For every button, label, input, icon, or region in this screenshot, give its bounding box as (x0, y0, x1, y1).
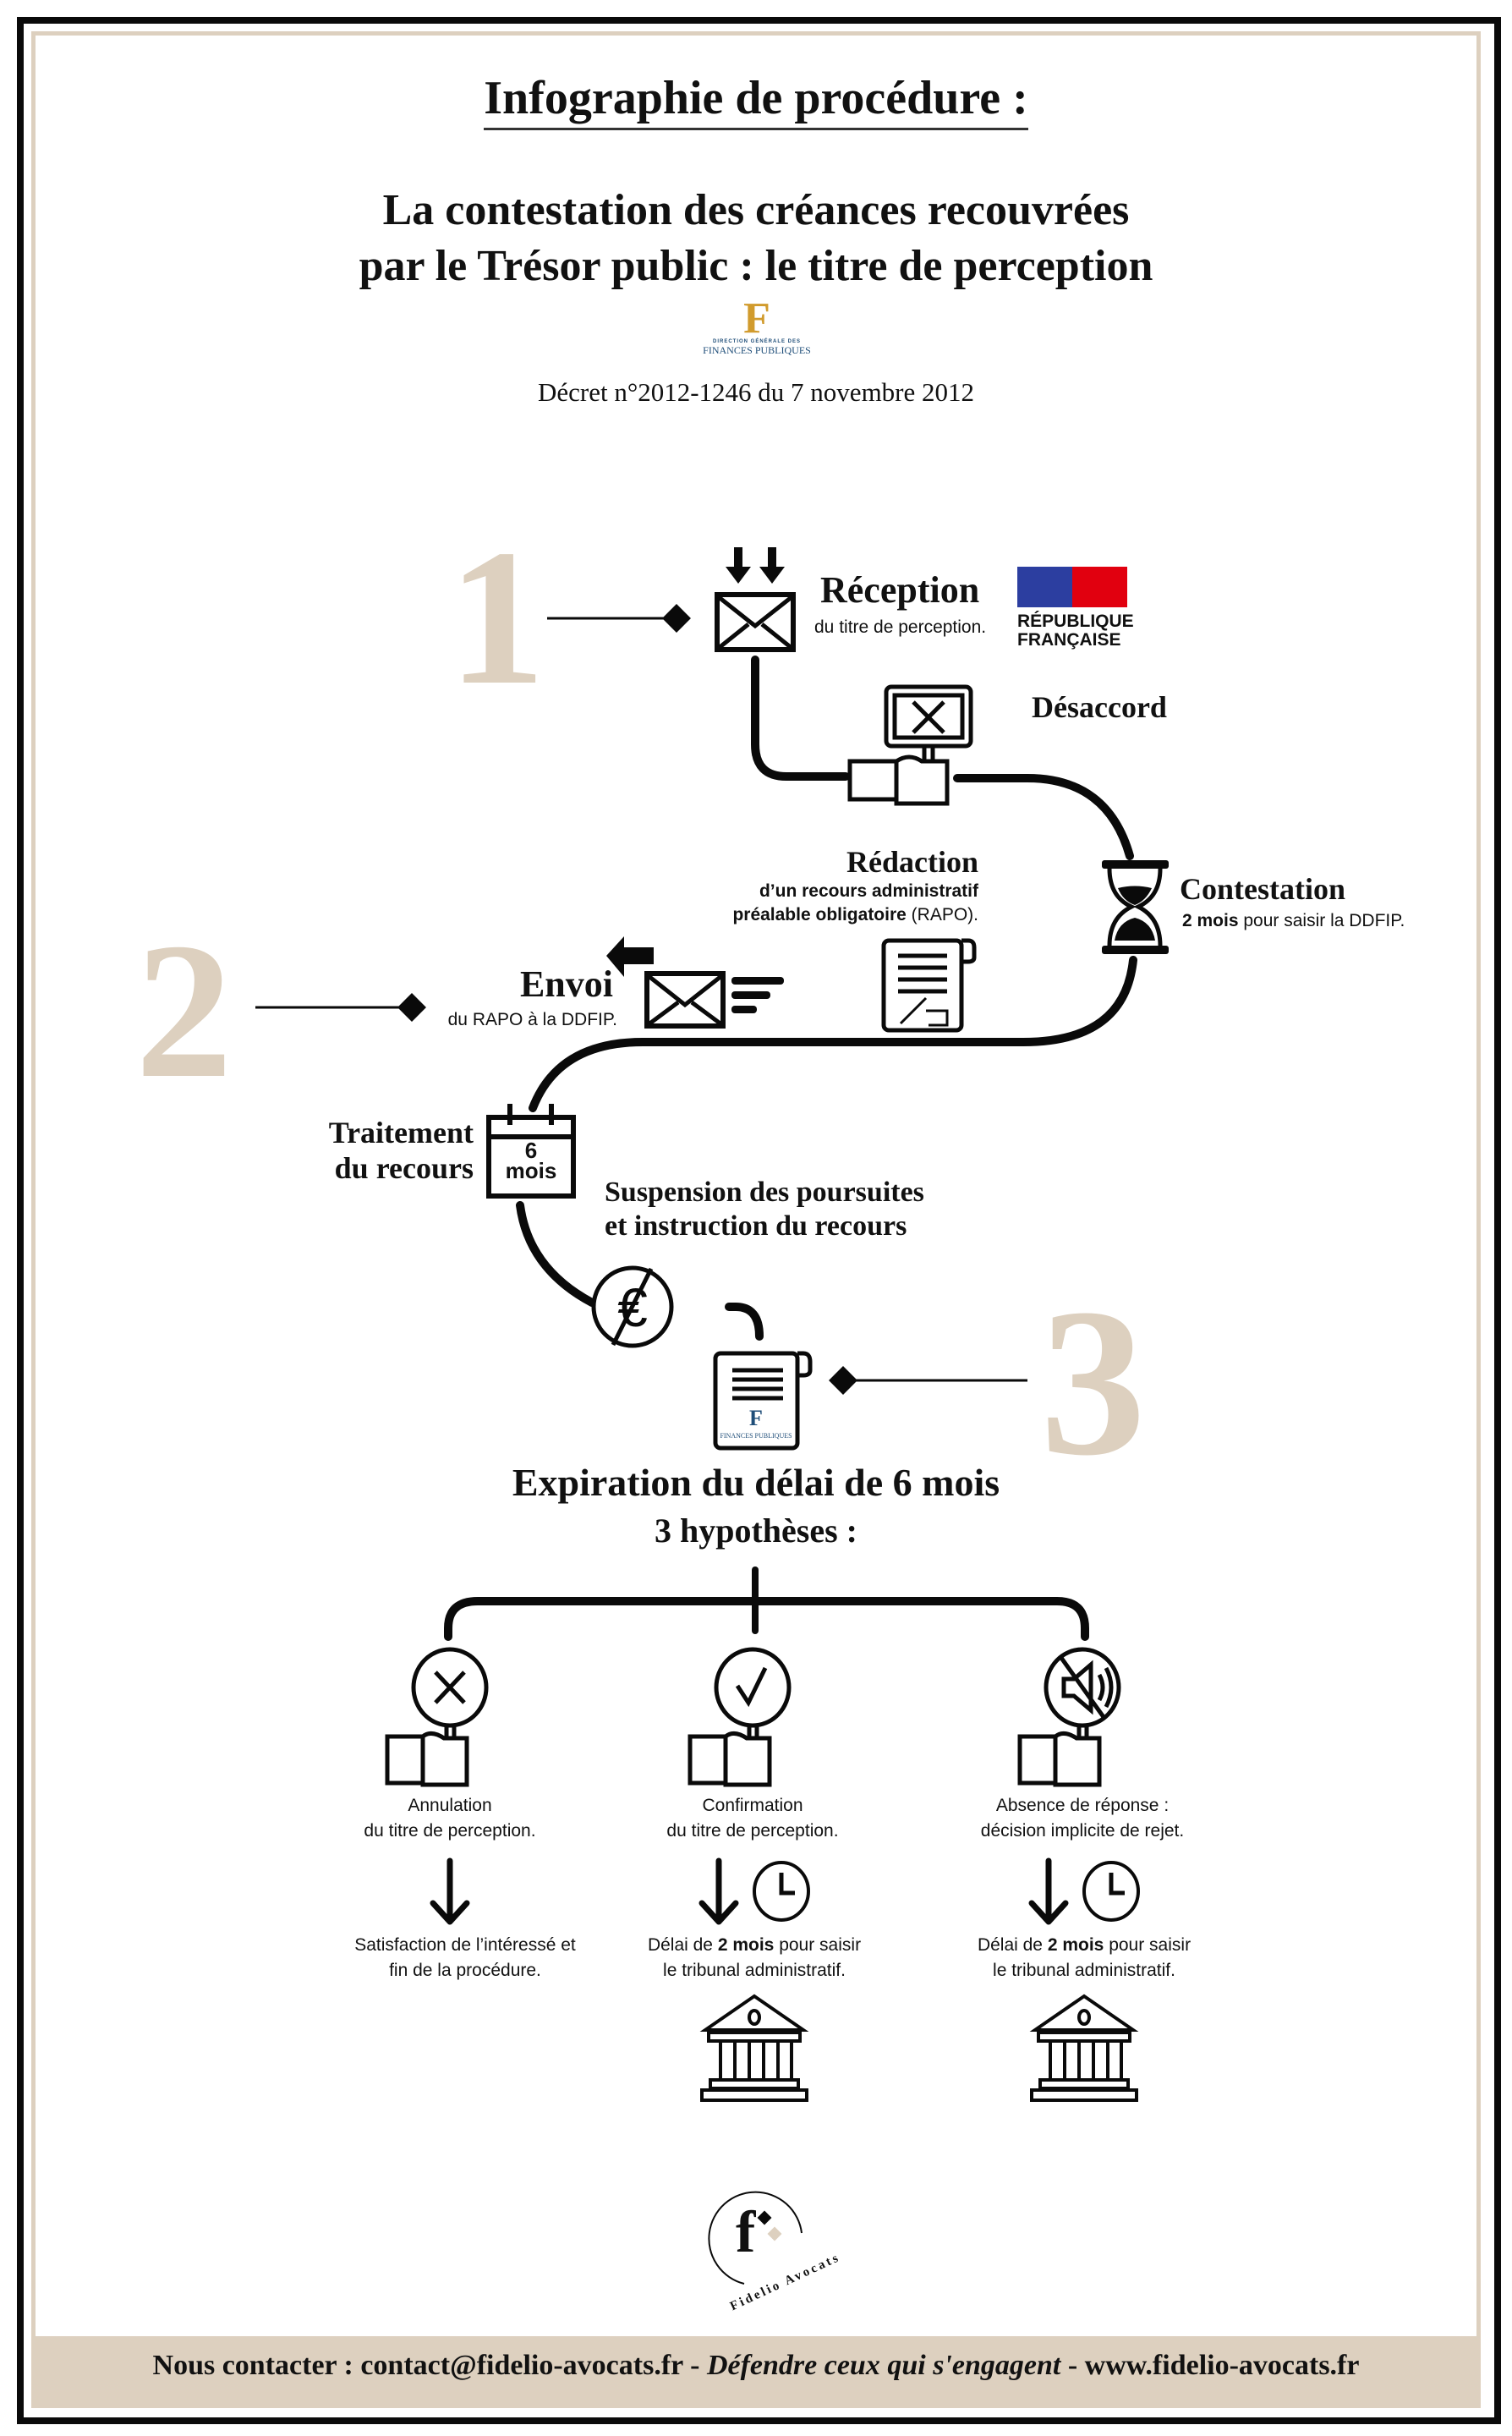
dgfip-document-icon: F FINANCES PUBLIQUES (713, 1351, 813, 1451)
french-flag-icon (1017, 567, 1127, 607)
calendar-text: 6 mois (505, 1138, 557, 1183)
result-absence: Délai de 2 mois pour saisir le tribunal … (977, 1935, 1192, 1980)
courthouse-icon (699, 1994, 809, 2102)
flow-path-4 (516, 1201, 596, 1307)
envoi-desc: du RAPO à la DDFIP. (447, 1010, 617, 1029)
flow-path-1 (751, 656, 850, 781)
traitement-label: Traitement du recours (328, 1116, 474, 1185)
suspension-label: Suspension des poursuites et instruction… (605, 1177, 924, 1242)
expiration-title: Expiration du délai de 6 mois (512, 1461, 1000, 1504)
courthouse-icon (1029, 1994, 1139, 2102)
hand-x-sign-icon (847, 684, 973, 806)
redaction-title: Rédaction (846, 845, 978, 879)
dgfip-big-text: FINANCES PUBLIQUES (703, 344, 811, 356)
subtitle-line-2: par le Trésor public : le titre de perce… (359, 242, 1153, 290)
reception-title: Réception (820, 569, 980, 611)
step-1-diamond (662, 604, 691, 633)
fidelio-letter: f (736, 2200, 756, 2265)
envoi-title: Envoi (519, 963, 613, 1005)
hourglass-icon (1102, 860, 1169, 954)
svg-text:F: F (749, 1406, 763, 1430)
fidelio-logo (708, 2191, 803, 2285)
down-arrow-icon (698, 1857, 739, 1925)
step-2-numeral: 2 (135, 903, 233, 1118)
down-arrow-icon (1028, 1857, 1069, 1925)
footer-text: Nous contacter : contact@fidelio-avocats… (36, 2350, 1476, 2382)
envelope-outgoing-icon (606, 936, 784, 1029)
hypothesis-3-icon (1017, 1647, 1121, 1787)
no-euro-icon: € (591, 1265, 674, 1348)
hypothesis-annulation: Annulation du titre de perception. (364, 1796, 536, 1841)
down-arrow-icon (430, 1857, 470, 1925)
inner-frame (31, 31, 1481, 2408)
hypothesis-2-icon (688, 1647, 792, 1787)
hypothesis-confirmation: Confirmation du titre de perception. (666, 1796, 839, 1841)
clock-icon (1082, 1861, 1140, 1922)
hypothesis-absence: Absence de réponse : décision implicite … (980, 1796, 1185, 1841)
calendar-icon (486, 1104, 576, 1199)
step-3-diamond (829, 1366, 857, 1395)
footer-band (36, 2336, 1476, 2405)
page-title: Infographie de procédure : (0, 71, 1512, 130)
flow-path-3 (529, 956, 1137, 1112)
envelope-incoming-icon (715, 547, 796, 652)
reception-desc: du titre de perception. (814, 617, 987, 637)
dgfip-small-text: DIRECTION GÉNÉRALE DES (712, 339, 801, 344)
contestation-desc: 2 mois pour saisir la DDFIP. (1182, 911, 1405, 930)
dgfip-logo: F DIRECTION GÉNÉRALE DES FINANCES PUBLIQ… (693, 294, 820, 366)
republique-line-2: FRANÇAISE (1017, 630, 1121, 650)
hypotheses-subtitle: 3 hypothèses : (654, 1512, 858, 1550)
clock-icon (753, 1861, 810, 1922)
contestation-title: Contestation (1180, 872, 1345, 906)
decree-reference: Décret n°2012-1246 du 7 novembre 2012 (537, 377, 975, 407)
dgfip-letter: F (743, 294, 770, 343)
hypothesis-1-icon (385, 1647, 489, 1787)
redaction-desc: d’un recours administratif préalable obl… (732, 881, 978, 924)
flow-path-5 (725, 1303, 764, 1341)
step-1-numeral: 1 (448, 509, 545, 725)
footer-contact[interactable]: Nous contacter : contact@fidelio-avocats… (152, 2350, 707, 2381)
page-subtitle: La contestation des créances recouvrées … (0, 183, 1512, 294)
desaccord-label: Désaccord (1032, 690, 1167, 724)
result-confirmation: Délai de 2 mois pour saisir le tribunal … (647, 1935, 862, 1980)
signed-document-icon (881, 938, 977, 1033)
footer-slogan: Défendre ceux qui s'engagent (706, 2350, 1061, 2381)
hypotheses-bracket (444, 1597, 1089, 1641)
step-3-numeral: 3 (1040, 1265, 1146, 1500)
republique-line-1: RÉPUBLIQUE (1017, 612, 1134, 631)
step-2-diamond (397, 993, 426, 1022)
result-annulation: Satisfaction de l’intéressé et fin de la… (354, 1935, 576, 1980)
svg-text:€: € (617, 1277, 648, 1338)
svg-text:FINANCES PUBLIQUES: FINANCES PUBLIQUES (720, 1432, 792, 1440)
republique-francaise-logo: RÉPUBLIQUE FRANÇAISE (1017, 567, 1136, 650)
outer-frame (17, 17, 1501, 2424)
subtitle-line-1: La contestation des créances recouvrées (382, 186, 1130, 234)
footer-website[interactable]: - www.fidelio-avocats.fr (1060, 2350, 1360, 2381)
flow-path-2 (953, 774, 1134, 860)
